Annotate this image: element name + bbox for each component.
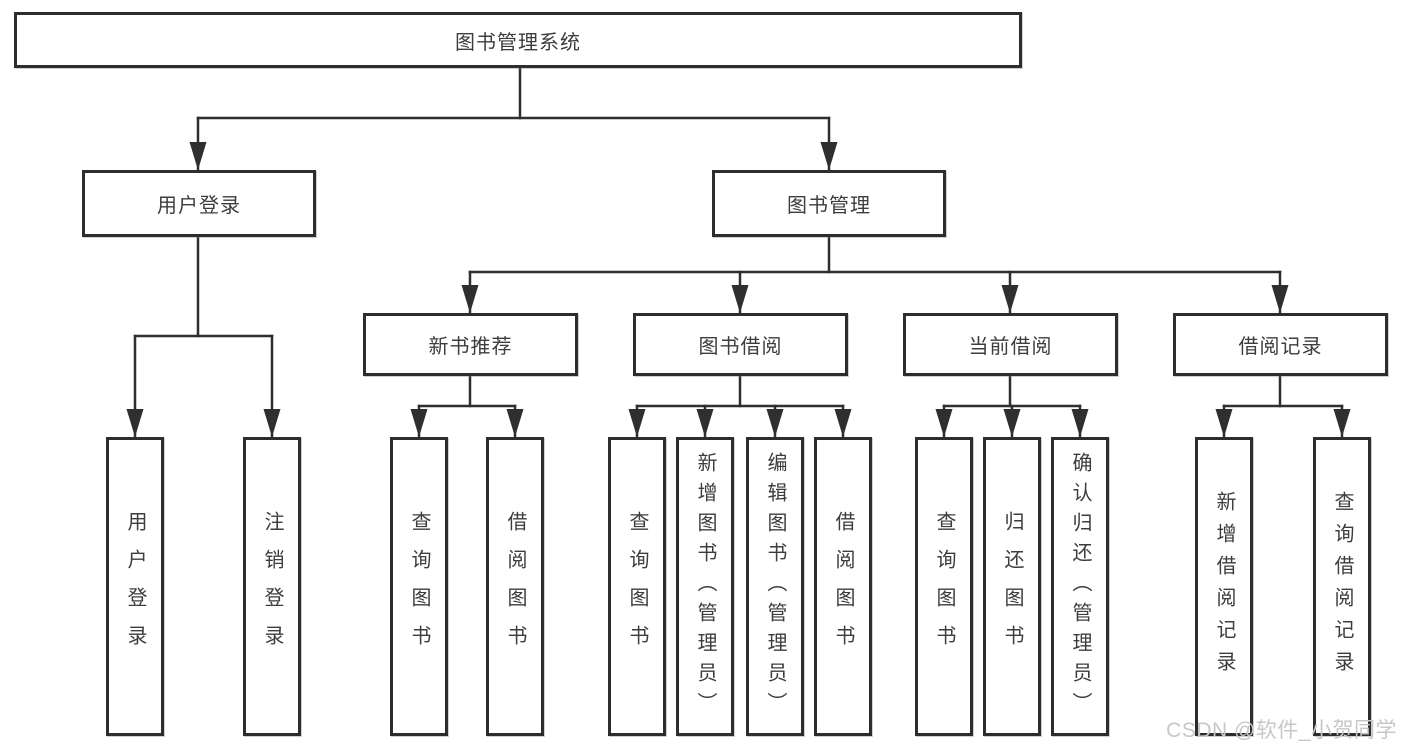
leaf-bb-query-books: 查询图书 — [608, 437, 666, 736]
leaf-cb-confirm-return-admin-label: 确认归还（管理员） — [1069, 451, 1091, 722]
leaf-bb-borrow-books: 借阅图书 — [814, 437, 872, 736]
leaf-br-query-record-label: 查询借阅记录 — [1331, 490, 1353, 683]
node-book-management-label: 图书管理 — [787, 195, 871, 217]
leaf-bb-add-books-admin-label: 新增图书（管理员） — [694, 451, 716, 722]
node-root: 图书管理系统 — [14, 12, 1022, 68]
leaf-bb-edit-books-admin: 编辑图书（管理员） — [746, 437, 804, 736]
leaf-logout-label: 注销登录 — [261, 510, 283, 663]
leaf-user-login-label: 用户登录 — [124, 510, 146, 663]
node-root-label: 图书管理系统 — [455, 31, 581, 54]
leaf-user-login: 用户登录 — [106, 437, 164, 736]
node-book-borrowing-label: 图书借阅 — [698, 336, 783, 358]
leaf-cb-return-books: 归还图书 — [983, 437, 1041, 736]
leaf-bb-query-books-label: 查询图书 — [626, 510, 648, 663]
leaf-nbr-query-books: 查询图书 — [390, 437, 448, 736]
leaf-cb-query-books: 查询图书 — [915, 437, 973, 736]
node-new-book-recommend: 新书推荐 — [363, 313, 578, 376]
leaf-nbr-query-books-label: 查询图书 — [408, 510, 430, 663]
node-new-book-recommend-label: 新书推荐 — [428, 336, 513, 358]
leaf-nbr-borrow-books-label: 借阅图书 — [504, 510, 526, 663]
node-current-borrowing: 当前借阅 — [903, 313, 1118, 376]
node-book-borrowing: 图书借阅 — [633, 313, 848, 376]
node-user-login-label: 用户登录 — [157, 195, 241, 217]
leaf-nbr-borrow-books: 借阅图书 — [486, 437, 544, 736]
leaf-cb-confirm-return-admin: 确认归还（管理员） — [1051, 437, 1109, 736]
watermark: CSDN @软件_小贺同学 — [1166, 719, 1397, 742]
node-current-borrowing-label: 当前借阅 — [968, 336, 1053, 358]
leaf-bb-borrow-books-label: 借阅图书 — [832, 510, 854, 663]
leaf-bb-add-books-admin: 新增图书（管理员） — [676, 437, 734, 736]
leaf-br-query-record: 查询借阅记录 — [1313, 437, 1371, 736]
leaf-cb-return-books-label: 归还图书 — [1001, 510, 1023, 663]
node-borrowing-records: 借阅记录 — [1173, 313, 1388, 376]
node-borrowing-records-label: 借阅记录 — [1238, 336, 1323, 358]
leaf-logout: 注销登录 — [243, 437, 301, 736]
node-book-management: 图书管理 — [712, 170, 946, 237]
leaf-br-add-record: 新增借阅记录 — [1195, 437, 1253, 736]
leaf-br-add-record-label: 新增借阅记录 — [1213, 490, 1235, 683]
leaf-cb-query-books-label: 查询图书 — [933, 510, 955, 663]
leaf-bb-edit-books-admin-label: 编辑图书（管理员） — [764, 451, 786, 722]
node-user-login: 用户登录 — [82, 170, 316, 237]
